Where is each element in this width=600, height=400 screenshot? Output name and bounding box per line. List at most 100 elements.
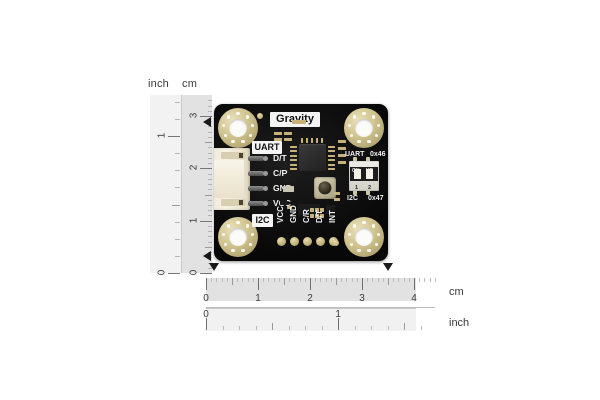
i2c-pin-label: INT <box>328 210 337 223</box>
htick-cm <box>408 278 410 282</box>
vtick-cm <box>208 184 212 185</box>
smd-pad <box>274 132 282 135</box>
mounting-hole-via <box>367 248 371 253</box>
ic-leg-top <box>311 138 313 143</box>
dip-switch-lever-1[interactable] <box>354 169 361 179</box>
vtick-inch <box>175 238 180 240</box>
vtick-cm <box>200 273 212 274</box>
mounting-hole-via <box>250 123 254 128</box>
uart-pin-pad <box>248 201 268 206</box>
vtick-cm <box>208 236 212 238</box>
mounting-hole-bottom-left <box>218 217 258 257</box>
htick-cm <box>268 278 270 282</box>
mounting-hole-via <box>248 242 253 246</box>
htick-cm <box>273 278 275 282</box>
htick-cm <box>336 278 337 285</box>
jst-connector-body <box>214 160 244 198</box>
vtick-cm <box>208 152 212 154</box>
htick-inch <box>371 326 373 330</box>
dip-switch-lever-2[interactable] <box>366 169 373 179</box>
htick-inch <box>222 326 224 330</box>
smd-part <box>280 200 287 205</box>
smd-pad <box>320 208 324 212</box>
htick-cm <box>403 278 405 282</box>
mounting-hole-via <box>349 242 354 246</box>
vtick-cm <box>208 131 212 133</box>
mounting-hole-via <box>349 133 354 137</box>
vtick-inch <box>175 119 180 120</box>
htick-cm <box>221 278 223 282</box>
vtick-inch <box>175 255 180 257</box>
mounting-hole-via <box>231 248 235 253</box>
ic-leg-right <box>328 154 335 157</box>
horizontal-ruler-cm-label: cm <box>449 286 464 298</box>
htick-cm <box>247 278 249 282</box>
htick-cm <box>351 278 353 282</box>
htick-cm <box>382 278 384 282</box>
htick-inch <box>420 326 422 330</box>
i2c-pin-pad <box>290 237 299 246</box>
htick-cm <box>284 278 285 285</box>
mounting-hole-via <box>236 111 240 116</box>
htick-inch <box>387 326 389 330</box>
marker-triangle-board-start <box>209 263 219 271</box>
vtick-cm <box>208 215 212 217</box>
ic-leg-left <box>290 168 297 170</box>
vtick-inch <box>172 204 180 206</box>
vtick-cm <box>208 210 212 212</box>
smd-pad <box>274 138 282 141</box>
vertical-ruler-inch-band <box>150 95 182 273</box>
htick-cm <box>341 278 343 282</box>
vtick-cm <box>208 204 212 206</box>
smd-pad <box>334 192 340 195</box>
i2c-pin-label: C/R <box>302 209 311 223</box>
jst-latch-bottom <box>221 199 245 206</box>
i2c-pin-pad <box>316 237 325 246</box>
uart-pin-label: GND <box>273 184 292 193</box>
vertical-ruler-cm-label: cm <box>182 78 198 90</box>
mounting-hole-via <box>362 220 366 225</box>
mounting-hole-via <box>371 224 375 228</box>
dip-switch-number-2: 2 <box>368 184 372 191</box>
ic-leg-right <box>328 150 335 153</box>
smd-pad <box>338 154 346 157</box>
htick-inch <box>288 326 290 330</box>
mounting-hole-via <box>231 139 235 144</box>
mounting-hole-via <box>362 111 366 116</box>
vtick-cm <box>205 246 212 248</box>
uart-pin-pad <box>248 186 268 191</box>
htick-cm <box>206 278 207 290</box>
ic-leg-left <box>290 159 297 162</box>
htick-cm <box>242 278 244 282</box>
vtick-cm <box>208 189 212 191</box>
dip-switch[interactable]: ON KE 1 2 <box>349 161 379 191</box>
vtick-cm <box>205 194 212 196</box>
htick-inch <box>404 323 406 330</box>
htick-cm <box>367 278 369 282</box>
htick-cm <box>398 278 400 282</box>
smd-pad <box>287 206 292 209</box>
smd-component-c <box>298 204 320 215</box>
uart-pin-pad <box>248 171 268 176</box>
htick-cm <box>434 278 436 282</box>
vtick-cm <box>208 163 212 165</box>
uart-pin-pad <box>248 156 268 161</box>
horizontal-ruler-baseline <box>206 307 435 308</box>
horizontal-ruler-cm-number: 3 <box>359 293 365 304</box>
horizontal-ruler-inch-label: inch <box>449 317 470 329</box>
vtick-cm <box>208 173 212 175</box>
smd-pad <box>320 214 324 218</box>
htick-cm <box>315 278 317 282</box>
dip-pad-tl <box>353 157 357 162</box>
ic-leg-top <box>321 138 323 143</box>
htick-cm <box>304 278 306 282</box>
smd-pad <box>315 214 319 218</box>
silkscreen-i2c-box: I2C <box>252 214 273 227</box>
dip-pad-bl <box>353 190 357 195</box>
silkscreen-dip-0x46: 0x46 <box>370 151 386 158</box>
optical-sensor <box>314 177 336 199</box>
htick-cm <box>320 278 322 282</box>
smd-pad <box>310 214 314 218</box>
silkscreen-dip-0x47: 0x47 <box>368 195 384 202</box>
